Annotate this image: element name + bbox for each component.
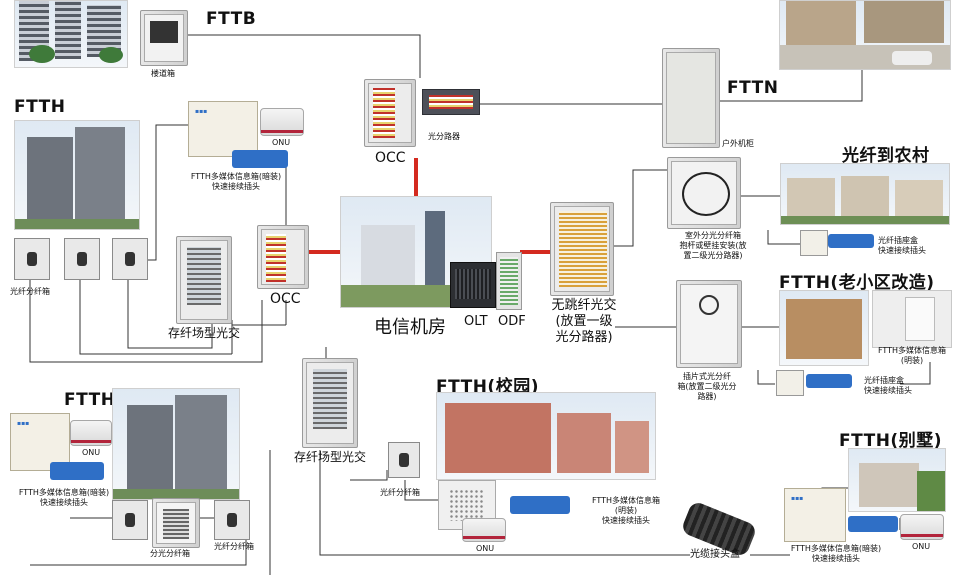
- media-box-concealed-villa-image: ▪▪▪: [784, 488, 846, 542]
- old-residential-photo: [779, 290, 869, 366]
- campus-building-photo: [436, 392, 656, 480]
- onu-campus-label: ONU: [476, 544, 495, 553]
- line-ftth-left-1: [142, 124, 188, 261]
- villa-photo: [848, 448, 946, 512]
- outdoor-dist-box-image: [667, 157, 741, 229]
- ftth-left-building-photo: [14, 120, 140, 230]
- splitter-label: 光分路器: [428, 132, 460, 141]
- media-box-concealed-top-label: FTTH多媒体信息箱(暗装) 快速接续插头: [190, 172, 282, 191]
- occ-mid-label: OCC: [270, 291, 301, 307]
- line-occ-mediabox: [258, 159, 287, 232]
- ftth-old-title: FTTH(老小区改造): [779, 273, 935, 293]
- ftth-bottom-left-building-photo: [112, 388, 240, 500]
- quick-connector-campus: [510, 496, 570, 514]
- olt-device-image: [450, 262, 496, 308]
- media-box-concealed-image: ▪▪▪: [188, 101, 258, 157]
- onu-top-label: ONU: [272, 138, 291, 147]
- odf-rack-image: [496, 252, 522, 310]
- fiber-dist-box-1: [14, 238, 50, 280]
- socket-box-rural-label: 光纤插座盒 快速接续插头: [878, 236, 926, 255]
- quick-connector-top: [232, 150, 288, 168]
- onu-top-image: [260, 108, 304, 136]
- fiber-dist-box-bl-1: [112, 500, 148, 540]
- odf-label: ODF: [498, 314, 526, 329]
- floor-box-label: 楼道箱: [151, 69, 175, 78]
- jumperless-cross-image: [550, 202, 614, 296]
- occ-top-cabinet-image: [364, 79, 416, 147]
- media-box-exposed-old-label: FTTH多媒体信息箱 (明装): [877, 346, 947, 365]
- quick-connector-rural: [828, 234, 874, 248]
- ftth-left-title: FTTH: [14, 97, 66, 117]
- media-box-exposed-campus-label: FTTH多媒体信息箱 (明装) 快速接续插头: [591, 496, 661, 525]
- occ-top-label: OCC: [375, 150, 406, 166]
- fiber-dist-box-bl-label: 光纤分纤箱: [214, 542, 254, 551]
- outdoor-cabinet-label: 户外机柜: [722, 139, 754, 148]
- fiber-dist-box-bl-2: [214, 500, 250, 540]
- fiber-dist-box-2: [64, 238, 100, 280]
- line-fttn-photo: [718, 62, 863, 102]
- fttn-title: FTTN: [727, 78, 779, 98]
- floor-box-image: [140, 10, 188, 66]
- media-box-concealed-bl-image: ▪▪▪: [10, 413, 70, 471]
- storage-cross-left-label: 存纤场型光交: [168, 326, 241, 340]
- central-office-label: 电信机房: [374, 317, 446, 338]
- socket-box-old-image: [776, 370, 804, 396]
- storage-cross-left-image: [176, 236, 232, 324]
- jumperless-cross-label: 无跳纤光交 (放置一级 光分路器): [551, 298, 617, 345]
- socket-box-rural-image: [800, 230, 828, 256]
- plugin-dist-box-label: 插片式光分纤 箱(放置二级光分 路器): [677, 372, 737, 401]
- fttb-building-photo: [14, 0, 128, 68]
- splitter-image: [422, 89, 480, 115]
- media-box-concealed-villa-label: FTTH多媒体信息箱(暗装) 快速接续插头: [790, 544, 882, 563]
- media-box-exposed-old-image: [872, 290, 952, 348]
- onu-bottom-left-label: ONU: [82, 448, 101, 457]
- olt-label: OLT: [464, 314, 488, 329]
- quick-connector-old: [806, 374, 852, 388]
- occ-mid-cabinet-image: [257, 225, 309, 289]
- onu-villa-label: ONU: [912, 542, 931, 551]
- fiber-dist-box-campus-image: [388, 442, 420, 478]
- ftth-bottom-left-title: FTTH: [64, 390, 116, 410]
- onu-bottom-left-image: [70, 420, 112, 446]
- fiber-dist-box-left-label: 光纤分纤箱: [10, 287, 50, 296]
- media-box-concealed-bl-label: FTTH多媒体信息箱(暗装) 快速接续插头: [18, 488, 110, 507]
- plugin-dist-box-image: [676, 280, 742, 368]
- outdoor-dist-box-label: 室外分光分纤箱 抱杆或壁挂安装(放 置二级光分路器): [679, 231, 747, 260]
- ftth-villa-title: FTTH(别墅): [839, 431, 942, 451]
- line-fttb-occ: [188, 34, 421, 78]
- quick-connector-villa: [848, 516, 898, 532]
- storage-cross-bottom-label: 存纤场型光交: [294, 450, 367, 464]
- cable-joint-box-label: 光缆接头盒: [690, 549, 740, 560]
- ftth-rural-title: 光纤到农村: [842, 146, 930, 166]
- socket-box-old-label: 光纤插座盒 快速接续插头: [864, 376, 912, 395]
- fiber-dist-box-campus-label: 光纤分纤箱: [380, 488, 420, 497]
- quick-connector-bl: [50, 462, 104, 480]
- onu-campus-image: [462, 518, 506, 542]
- onu-villa-image: [900, 514, 944, 540]
- split-dist-box-label: 分光分纤箱: [150, 549, 190, 558]
- storage-cross-bottom-image: [302, 358, 358, 448]
- fttb-title: FTTB: [206, 9, 257, 29]
- rural-houses-photo: [780, 163, 950, 225]
- split-dist-box-image: [152, 498, 200, 548]
- fiber-dist-box-3: [112, 238, 148, 280]
- outdoor-cabinet-image: [662, 48, 720, 148]
- fttn-street-photo: [779, 0, 951, 70]
